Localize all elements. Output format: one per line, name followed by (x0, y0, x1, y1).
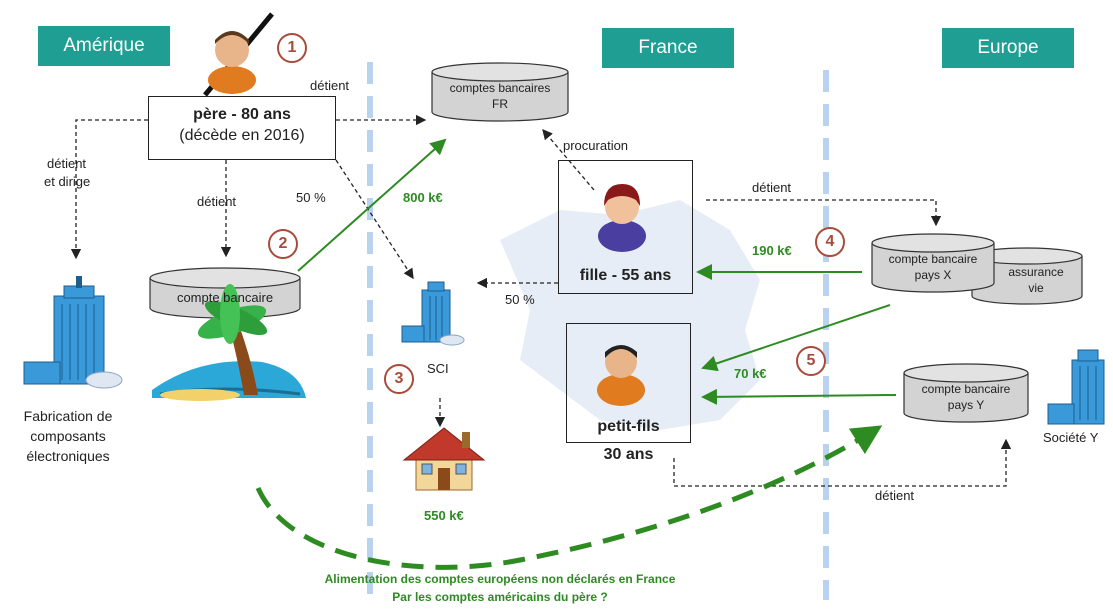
daughter-node: fille - 55 ans (558, 160, 693, 294)
flow-us-to-europe-curve (255, 425, 883, 570)
flow-us-to-fr (297, 138, 447, 272)
sci-label: SCI (427, 361, 449, 376)
relation-dirige-manufacturing: et dirige (44, 174, 91, 189)
x-account-label-2: pays X (914, 268, 952, 282)
step-marker-2: 2 (268, 229, 298, 259)
fr-accounts-label-2: FR (492, 97, 508, 111)
step-marker-3: 3 (384, 364, 414, 394)
amount-190: 190 k€ (752, 243, 792, 258)
grandson-avatar-icon (597, 345, 645, 406)
amount-550: 550 k€ (424, 508, 464, 523)
relation-detient-us-account: détient (197, 194, 237, 209)
manufacturing-building-icon (23, 276, 123, 389)
sci-building-icon (401, 281, 465, 346)
flow-x-to-grandson (701, 304, 891, 372)
relation-detient-grandson-y: détient (875, 488, 915, 503)
fr-accounts-label-1: comptes bancaires (449, 81, 551, 95)
relation-detient-father-fr: détient (310, 78, 350, 93)
y-account-label-2: pays Y (947, 398, 985, 412)
father-title: père - 80 ans (193, 106, 291, 123)
us-account-label: compte bancaire (176, 290, 274, 305)
relation-detient-daughter-x: détient (752, 180, 792, 195)
manufacturing-label-2: composants (30, 428, 106, 444)
father-node: père - 80 ans (décède en 2016) (148, 96, 336, 160)
y-account-cylinder (903, 363, 1029, 423)
x-account-label-1: compte bancaire (888, 252, 978, 266)
region-tab-europe: Europe (942, 28, 1074, 68)
y-account-label-1: compte bancaire (921, 382, 1011, 396)
father-avatar-icon (208, 31, 256, 94)
grandson-line2: 30 ans (603, 446, 654, 463)
relation-pct-father-sci: 50 % (296, 190, 326, 205)
amount-70: 70 k€ (734, 366, 767, 381)
step-marker-5: 5 (796, 346, 826, 376)
step-marker-1: 1 (277, 33, 307, 63)
daughter-avatar-icon (598, 184, 646, 252)
company-y-building-icon (1047, 349, 1105, 425)
relation-detient-manufacturing: détient (47, 156, 87, 171)
arrow-father-to-sci (335, 159, 414, 280)
relation-procuration: procuration (563, 138, 629, 153)
palm-island-icon (152, 284, 306, 401)
relation-pct-daughter-sci: 50 % (505, 292, 535, 307)
caption-line-2: Par les comptes américains du père ? (392, 590, 608, 604)
caption-line-1: Alimentation des comptes européens non d… (324, 572, 676, 586)
region-tab-amerique: Amérique (38, 26, 170, 66)
amount-800: 800 k€ (403, 190, 443, 205)
grandson-line1: petit-fils (597, 418, 660, 435)
step-marker-4: 4 (815, 227, 845, 257)
flow-y-to-grandson (701, 388, 897, 405)
company-y-label: Société Y (1043, 430, 1099, 445)
x-account-cylinder (871, 233, 995, 293)
arrow-daughter-to-x (706, 199, 942, 227)
arrow-daughter-to-fr (542, 129, 595, 191)
france-map-shape (500, 200, 760, 430)
father-subtitle: (décède en 2016) (179, 127, 305, 144)
arrow-father-to-manufacturing (70, 119, 148, 260)
insurance-label-1: assurance (1008, 265, 1064, 279)
arrow-grandson-to-y (673, 438, 1012, 487)
fr-accounts-cylinder (431, 62, 569, 122)
insurance-label-2: vie (1028, 281, 1044, 295)
grandson-node: petit-fils (566, 323, 691, 443)
manufacturing-label-1: Fabrication de (23, 408, 113, 424)
insurance-cylinder (971, 247, 1083, 305)
region-tab-france: France (602, 28, 734, 68)
manufacturing-label-3: électroniques (26, 448, 110, 464)
daughter-label: fille - 55 ans (579, 267, 672, 284)
house-icon (402, 427, 486, 491)
